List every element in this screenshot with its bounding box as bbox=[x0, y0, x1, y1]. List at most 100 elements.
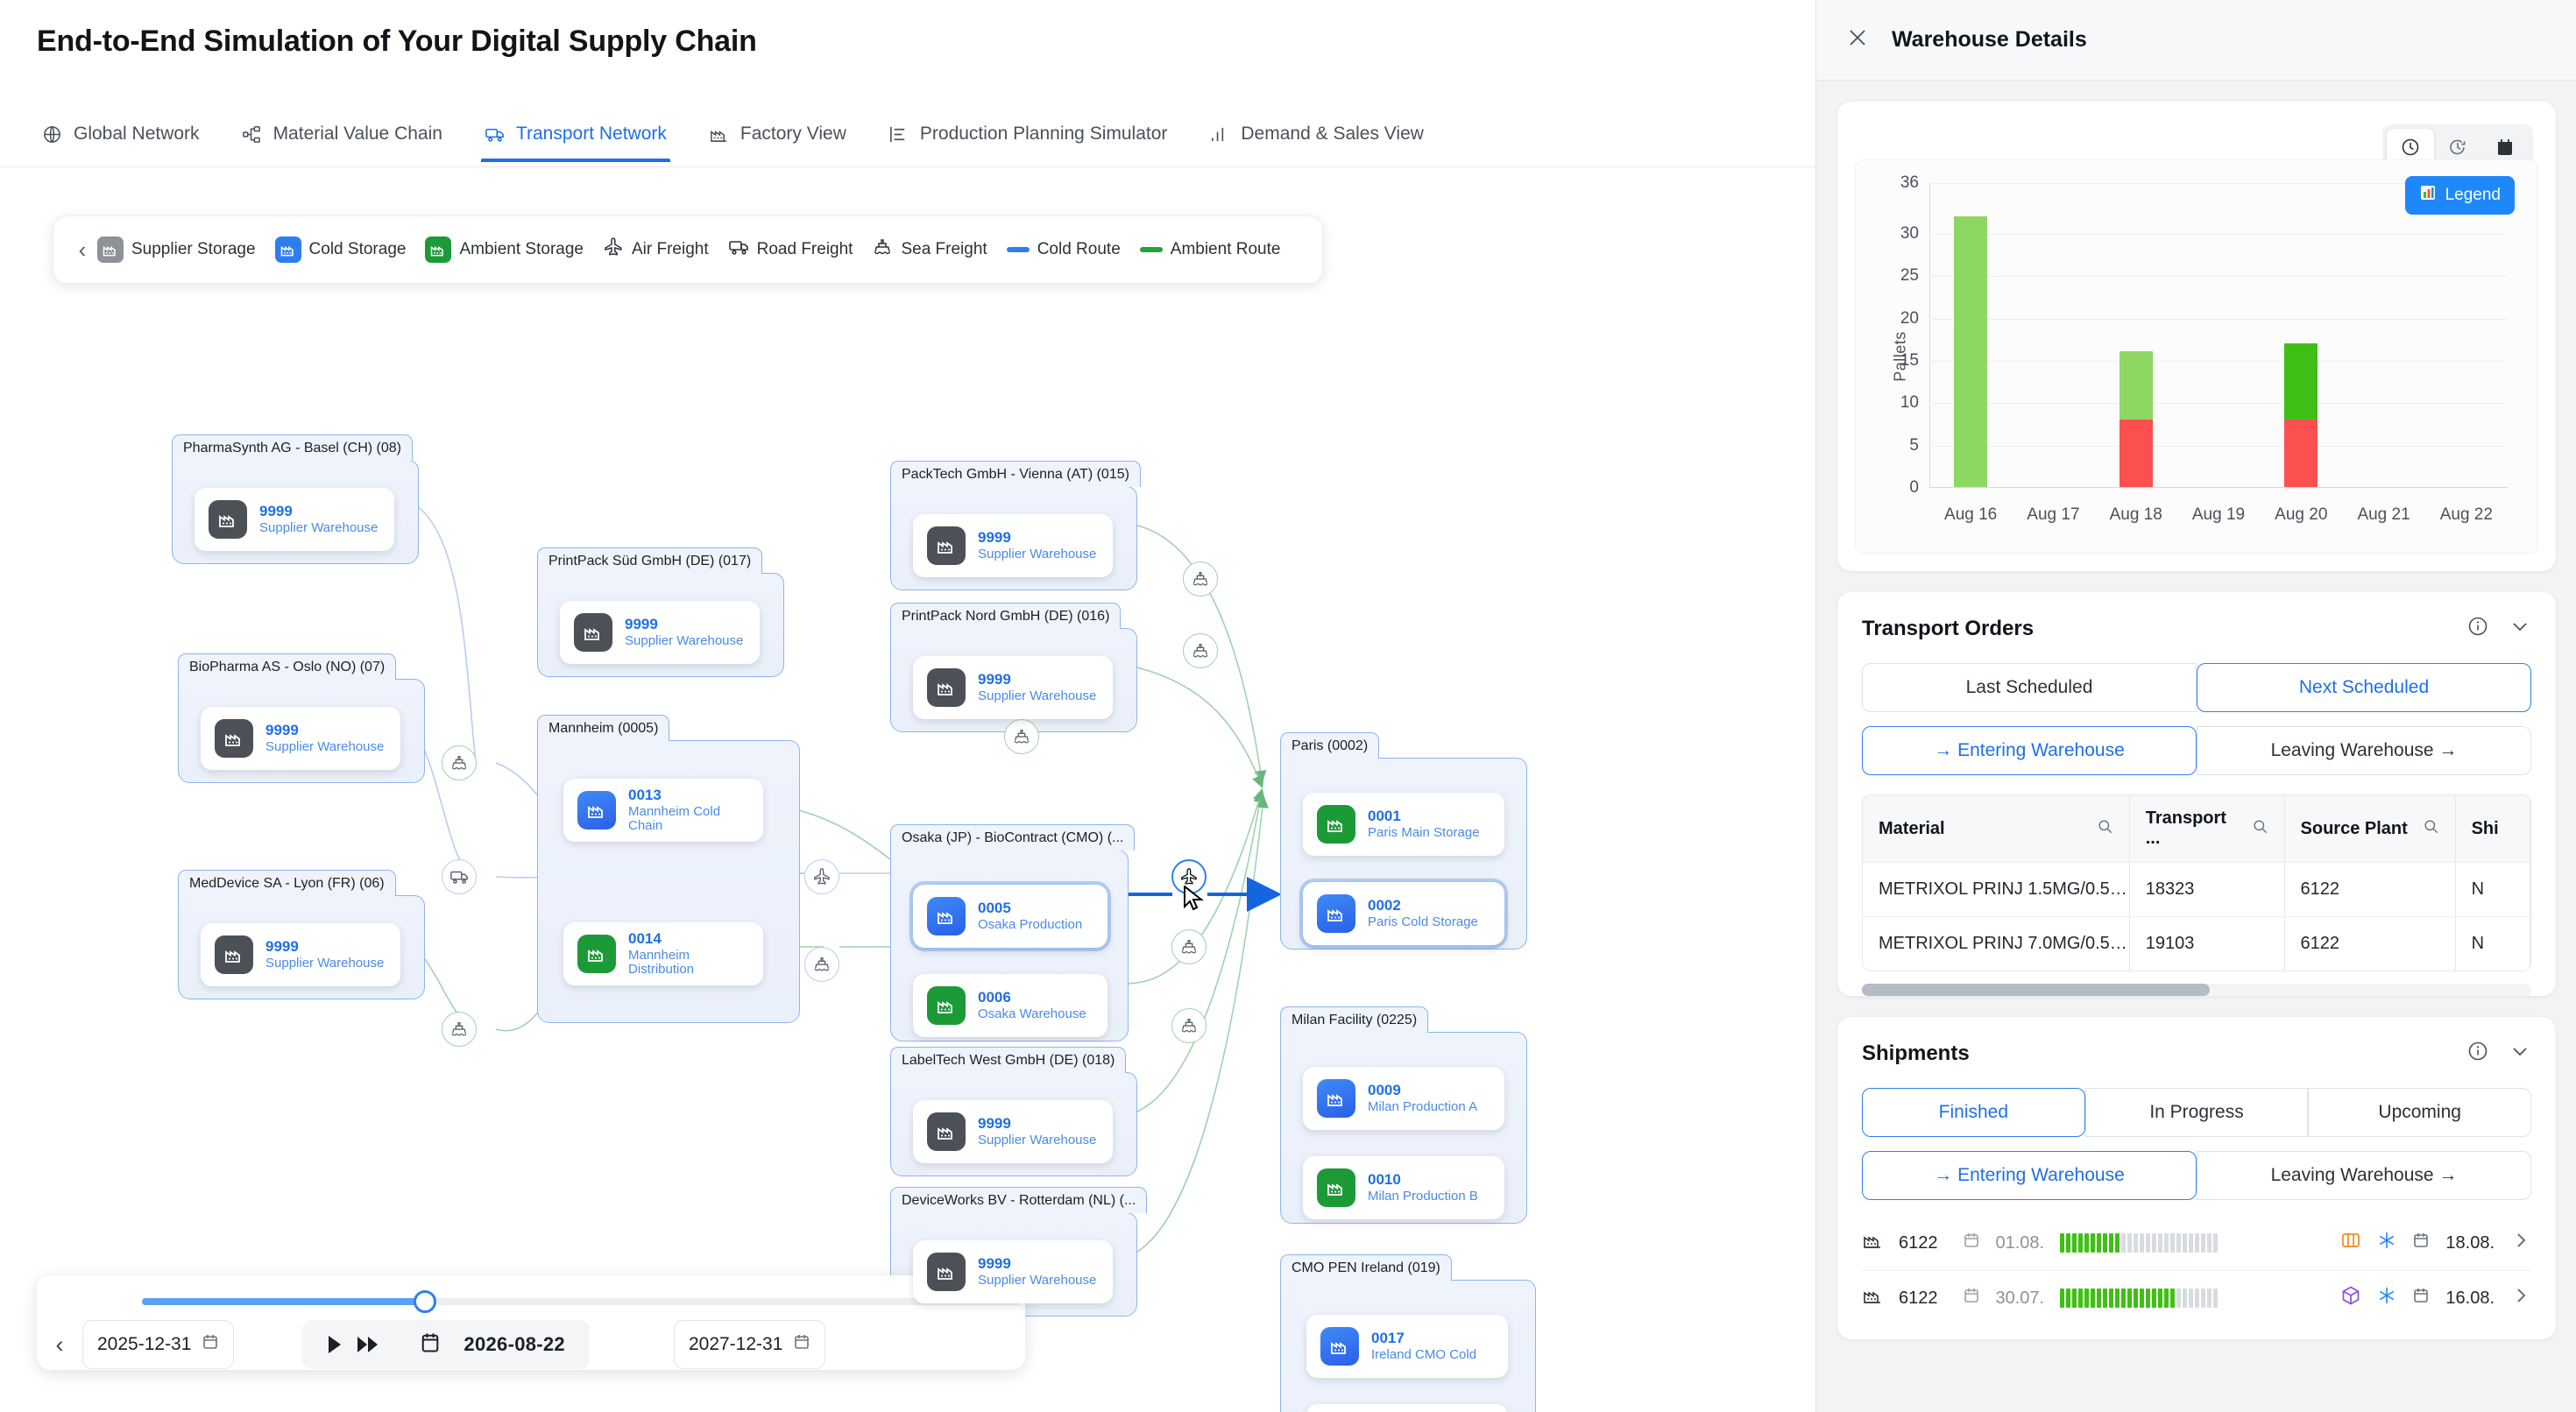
node-group[interactable]: CMO PEN Ireland (019) 0017 Ireland CMO C… bbox=[1280, 1254, 1536, 1412]
warehouse-node[interactable]: 0006 Osaka Warehouse bbox=[913, 974, 1108, 1037]
warehouse-node[interactable]: 0010 Milan Production B bbox=[1303, 1156, 1504, 1219]
tab-in-progress[interactable]: In Progress bbox=[2084, 1088, 2309, 1137]
warehouse-node[interactable]: 9999 Supplier Warehouse bbox=[913, 1240, 1113, 1303]
chevron-right-icon[interactable] bbox=[2510, 1285, 2531, 1311]
info-icon[interactable] bbox=[2466, 1040, 2489, 1067]
warehouse-node[interactable]: 0014 Mannheim Distribution bbox=[563, 922, 763, 985]
chevron-right-icon[interactable] bbox=[2510, 1230, 2531, 1256]
timeline-start-date-input[interactable]: 2025-12-31 bbox=[82, 1320, 235, 1369]
info-icon[interactable] bbox=[2466, 615, 2489, 642]
chart-bar[interactable] bbox=[2119, 351, 2153, 487]
legend-item-air-freight[interactable]: Air Freight bbox=[603, 237, 709, 263]
search-icon[interactable] bbox=[2097, 818, 2113, 840]
node-group[interactable]: Mannheim (0005) 0013 Mannheim Cold Chain… bbox=[537, 715, 800, 1023]
close-icon[interactable] bbox=[1846, 26, 1869, 53]
calendar-icon[interactable] bbox=[2481, 129, 2529, 166]
tab-leaving-warehouse[interactable]: Leaving Warehouse → bbox=[2197, 1151, 2531, 1200]
chevron-down-icon[interactable] bbox=[2509, 1040, 2531, 1067]
warehouse-node[interactable]: 9999 Supplier Warehouse bbox=[201, 707, 400, 770]
search-icon[interactable] bbox=[2252, 818, 2268, 840]
tab-leaving-warehouse[interactable]: Leaving Warehouse → bbox=[2197, 726, 2531, 775]
edge-ship-icon[interactable] bbox=[1183, 561, 1218, 597]
legend-collapse-button[interactable]: ‹ bbox=[78, 236, 87, 263]
tab-upcoming[interactable]: Upcoming bbox=[2308, 1088, 2532, 1137]
legend-item-supplier-storage[interactable]: Supplier Storage bbox=[97, 237, 256, 263]
tab-production-planning-simulator[interactable]: Production Planning Simulator bbox=[867, 116, 1189, 162]
warehouse-node[interactable]: 9999 Supplier Warehouse bbox=[913, 514, 1113, 577]
warehouse-node[interactable]: 0018 Ireland CMO Ambient bbox=[1306, 1404, 1508, 1412]
transport-orders-table[interactable]: Material Transport ... Source Plant Shi … bbox=[1862, 794, 2531, 971]
search-icon[interactable] bbox=[2423, 818, 2439, 840]
warehouse-node[interactable]: 9999 Supplier Warehouse bbox=[913, 1100, 1113, 1163]
play-button[interactable] bbox=[327, 1335, 343, 1354]
column-header[interactable]: Source Plant bbox=[2284, 795, 2456, 862]
tab-factory-view[interactable]: Factory View bbox=[688, 116, 867, 162]
warehouse-node[interactable]: 0013 Mannheim Cold Chain bbox=[563, 779, 763, 842]
chevron-down-icon[interactable] bbox=[2509, 615, 2531, 642]
fast-forward-button[interactable] bbox=[357, 1336, 379, 1353]
edge-ship-icon[interactable] bbox=[1171, 1008, 1207, 1043]
warehouse-node[interactable]: 0001 Paris Main Storage bbox=[1303, 793, 1504, 856]
node-group[interactable]: PrintPack Süd GmbH (DE) (017) 9999 Suppl… bbox=[537, 547, 784, 677]
legend-item-sea-freight[interactable]: Sea Freight bbox=[872, 237, 987, 263]
warehouse-node[interactable]: 9999 Supplier Warehouse bbox=[201, 923, 400, 986]
node-group[interactable]: DeviceWorks BV - Rotterdam (NL) (... 999… bbox=[890, 1187, 1148, 1317]
tab-next-scheduled[interactable]: Next Scheduled bbox=[2197, 663, 2531, 712]
tab-transport-network[interactable]: Transport Network bbox=[464, 116, 688, 162]
node-group[interactable]: MedDevice SA - Lyon (FR) (06) 9999 Suppl… bbox=[178, 870, 425, 999]
warehouse-node[interactable]: 9999 Supplier Warehouse bbox=[195, 488, 394, 551]
node-group[interactable]: PackTech GmbH - Vienna (AT) (015) 9999 S… bbox=[890, 461, 1141, 590]
legend-item-road-freight[interactable]: Road Freight bbox=[728, 237, 853, 263]
warehouse-node[interactable]: 0005 Osaka Production bbox=[913, 885, 1108, 948]
clock-arrow-icon[interactable] bbox=[2434, 129, 2481, 166]
transport-network-canvas[interactable]: ‹ Supplier Storage Cold Storage Ambient Sto… bbox=[0, 167, 1815, 1412]
timeline-slider-handle[interactable] bbox=[414, 1290, 436, 1313]
timeline-slider[interactable] bbox=[142, 1290, 1020, 1313]
column-header[interactable]: Material bbox=[1863, 795, 2130, 862]
node-group[interactable]: Milan Facility (0225) 0009 Milan Product… bbox=[1280, 1006, 1527, 1224]
legend-item-cold-route[interactable]: Cold Route bbox=[1006, 240, 1121, 259]
node-group[interactable]: LabelTech West GmbH (DE) (018) 9999 Supp… bbox=[890, 1047, 1137, 1176]
edge-plane-icon[interactable] bbox=[804, 859, 839, 894]
transport-orders-hscrollbar[interactable] bbox=[1862, 984, 2531, 996]
edge-ship-icon[interactable] bbox=[442, 745, 477, 780]
edge-ship-icon[interactable] bbox=[1004, 719, 1039, 754]
timeline-collapse-button[interactable]: ‹ bbox=[55, 1331, 64, 1358]
shipments-list[interactable]: 6122 01.08. 18.08. 6122 30.07. 16.08. bbox=[1837, 1216, 2556, 1339]
tab-material-value-chain[interactable]: Material Value Chain bbox=[221, 116, 464, 162]
node-group[interactable]: Paris (0002) 0001 Paris Main Storage 000… bbox=[1280, 732, 1527, 950]
warehouse-node[interactable]: 0017 Ireland CMO Cold bbox=[1306, 1315, 1508, 1378]
legend-item-ambient-route[interactable]: Ambient Route bbox=[1139, 240, 1280, 259]
warehouse-node[interactable]: 0009 Milan Production A bbox=[1303, 1067, 1504, 1130]
tab-demand-sales-view[interactable]: Demand & Sales View bbox=[1188, 116, 1445, 162]
timeline-control[interactable]: ‹ 2025-12-31 bbox=[37, 1275, 1025, 1370]
edge-ship-icon[interactable] bbox=[442, 1012, 477, 1047]
column-header[interactable]: Shi bbox=[2455, 795, 2530, 862]
tab-global-network[interactable]: Global Network bbox=[21, 116, 221, 162]
chart-bar[interactable] bbox=[2284, 342, 2318, 487]
edge-ship-icon[interactable] bbox=[804, 947, 839, 982]
edge-ship-icon[interactable] bbox=[1183, 633, 1218, 668]
timeline-playback[interactable]: 2026-08-22 bbox=[302, 1320, 590, 1369]
edge-plane-icon[interactable] bbox=[1171, 859, 1207, 894]
list-item[interactable]: 6122 30.07. 16.08. bbox=[1837, 1271, 2556, 1325]
legend-item-cold-storage[interactable]: Cold Storage bbox=[274, 237, 406, 263]
edge-truck-icon[interactable] bbox=[442, 859, 477, 894]
warehouse-node[interactable]: 0002 Paris Cold Storage bbox=[1303, 882, 1504, 945]
canvas-legend[interactable]: ‹ Supplier Storage Cold Storage Ambient Sto… bbox=[53, 215, 1324, 284]
warehouse-node[interactable]: 9999 Supplier Warehouse bbox=[913, 656, 1113, 719]
legend-item-ambient-storage[interactable]: Ambient Storage bbox=[425, 237, 584, 263]
list-item[interactable]: 6122 01.08. 18.08. bbox=[1837, 1216, 2556, 1270]
tab-entering-warehouse[interactable]: → Entering Warehouse bbox=[1862, 726, 2197, 775]
timeline-end-date-input[interactable]: 2027-12-31 bbox=[673, 1320, 826, 1369]
node-group[interactable]: PrintPack Nord GmbH (DE) (016) 9999 Supp… bbox=[890, 603, 1137, 732]
node-group[interactable]: Osaka (JP) - BioContract (CMO) (... 0005… bbox=[890, 824, 1136, 1041]
node-group[interactable]: BioPharma AS - Oslo (NO) (07) 9999 Suppl… bbox=[178, 653, 425, 783]
tab-finished[interactable]: Finished bbox=[1862, 1088, 2085, 1137]
